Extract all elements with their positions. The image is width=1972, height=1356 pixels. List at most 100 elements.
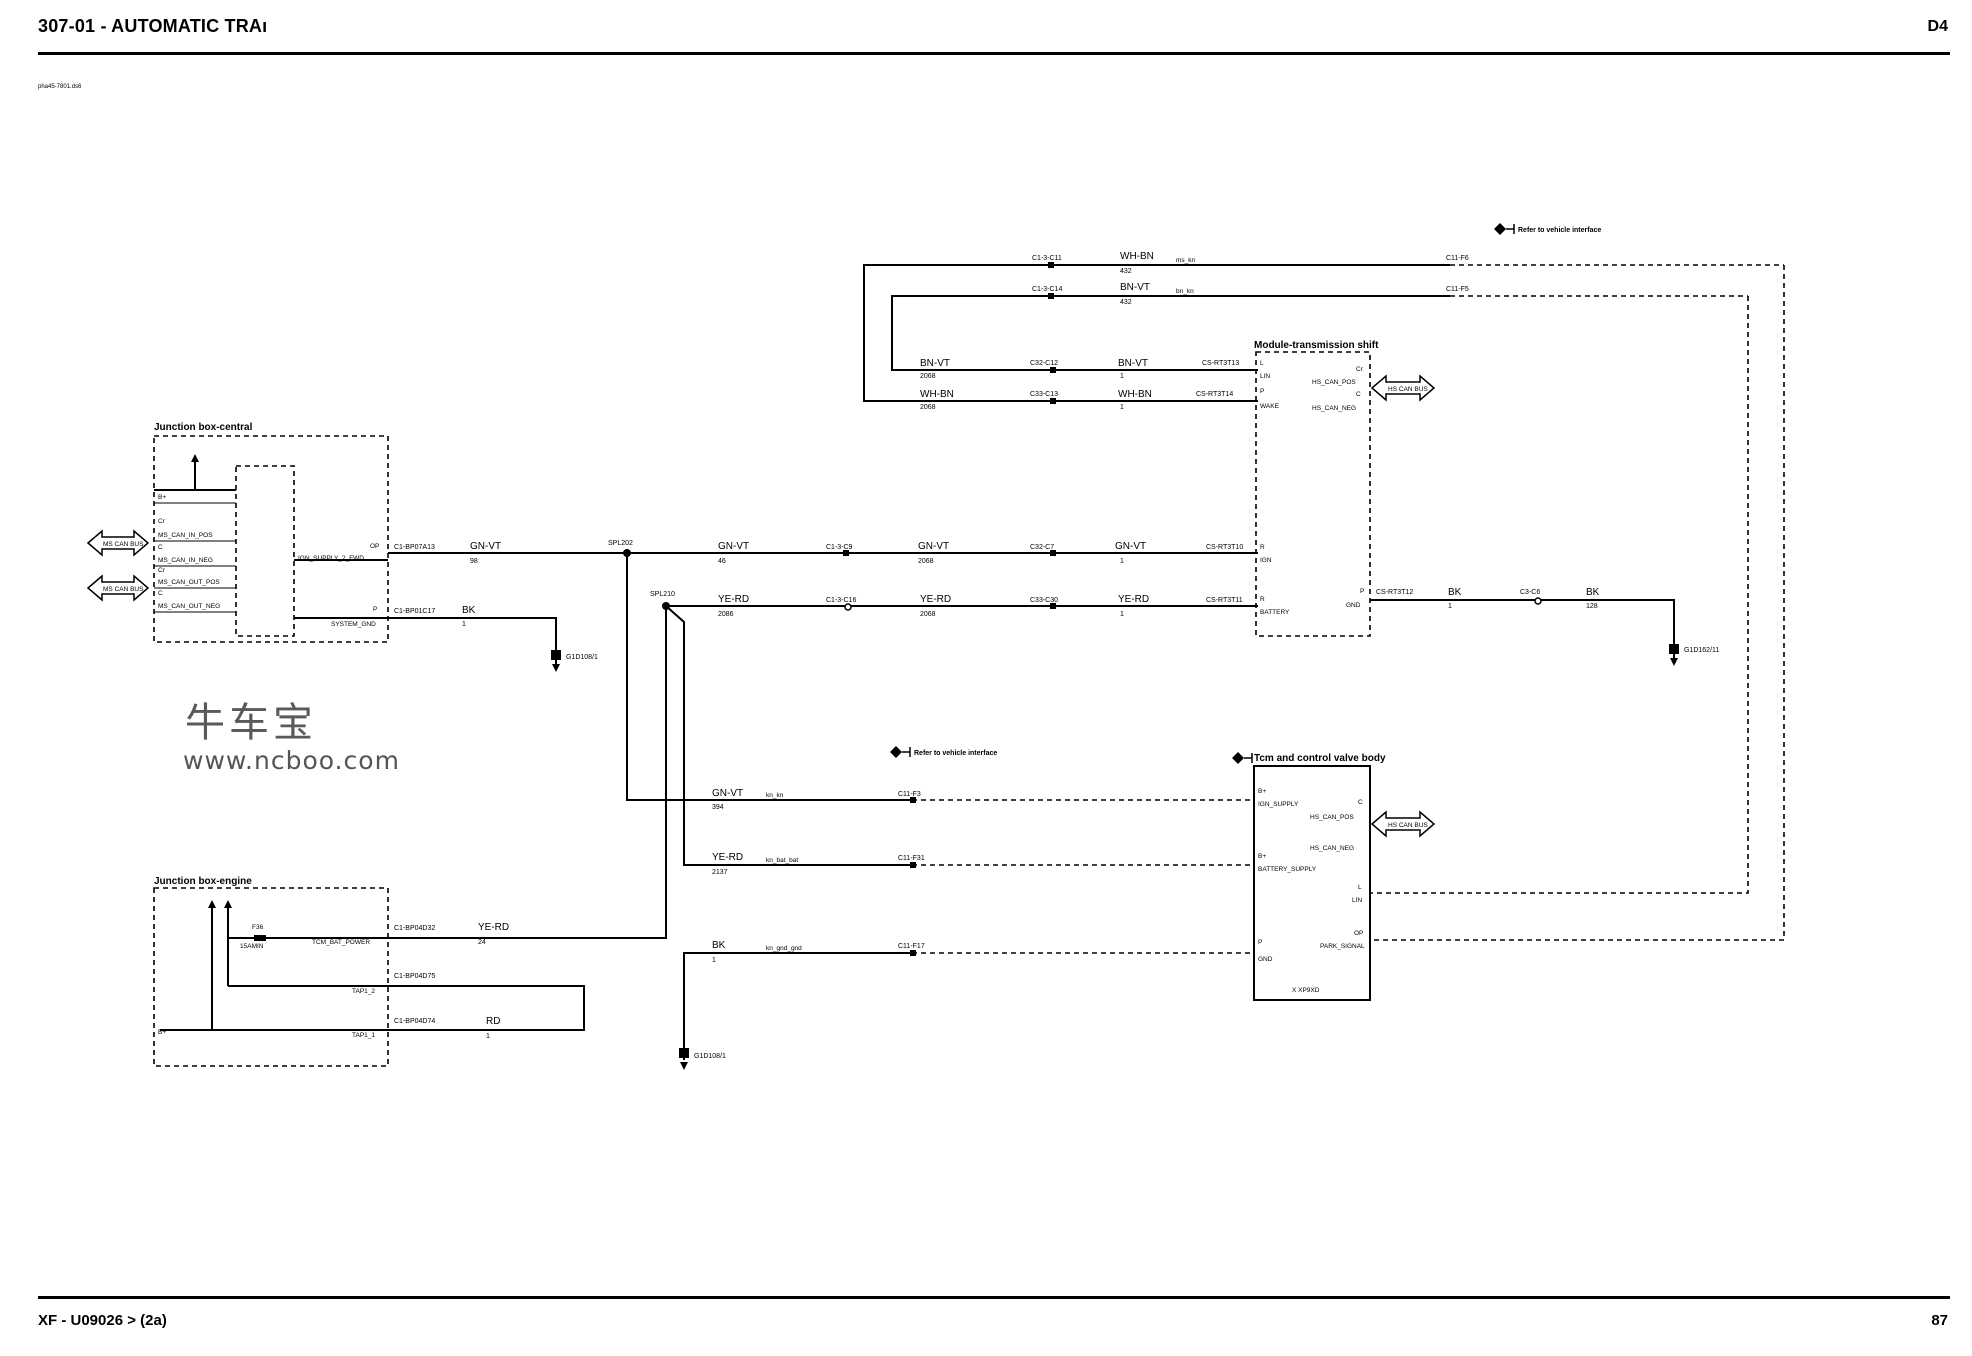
svg-text:C1-3-C9: C1-3-C9 [826,544,853,551]
junction-box-central: Junction box-central B+ Cr MS_CAN_IN_POS… [153,422,389,643]
wire-gn-vt-ign: C1-BP07A13 GN-VT 98 SPL202 GN-VT 46 C1-3… [388,540,1258,565]
svg-text:WAKE: WAKE [1260,403,1280,410]
svg-text:L: L [1358,884,1362,891]
svg-text:1: 1 [1120,404,1124,411]
svg-text:BK: BK [712,940,726,951]
svg-text:C33-C13: C33-C13 [1030,391,1058,398]
svg-text:2086: 2086 [718,611,734,618]
svg-text:MS_CAN_IN_POS: MS_CAN_IN_POS [158,532,213,539]
svg-text:1: 1 [462,621,466,628]
svg-text:IGN_SUPPLY: IGN_SUPPLY [1258,801,1299,808]
svg-text:SYSTEM_GND: SYSTEM_GND [331,621,376,628]
module-transmission-shift: Module-transmission shift L LIN P WAKE C… [1254,340,1379,637]
svg-text:2068: 2068 [920,611,936,618]
junction-box-engine-label: Junction box-engine [154,876,252,887]
svg-text:OP: OP [1354,930,1363,937]
wire-ye-rd-battery: SPL210 YE-RD 2086 C1-3-C16 YE-RD 2068 C3… [650,591,1258,618]
svg-text:HS CAN BUS: HS CAN BUS [1388,822,1428,829]
svg-text:C1-BP01C17: C1-BP01C17 [394,608,435,615]
svg-text:bn_kn: bn_kn [1176,288,1194,295]
footer-model: XF - U09026 > (2a) [38,1312,167,1329]
svg-text:Refer to vehicle interface: Refer to vehicle interface [1518,227,1601,234]
svg-text:1: 1 [1448,603,1452,610]
wire-bk-shift-ground: CS-RT3T12 BK 1 C3-C6 BK 128 G1D162/11 [1370,587,1719,666]
svg-text:1: 1 [1120,373,1124,380]
svg-text:MS CAN BUS: MS CAN BUS [103,586,144,593]
svg-text:TCM_BAT_POWER: TCM_BAT_POWER [312,939,370,946]
svg-text:CS-RT3T11: CS-RT3T11 [1206,597,1243,604]
junction-box-engine-outline [153,887,389,1067]
svg-text:F36: F36 [252,924,264,931]
svg-text:MS_CAN_OUT_NEG: MS_CAN_OUT_NEG [158,603,220,610]
svg-text:1: 1 [486,1033,490,1040]
wire-bk-tcm-ground: BK 1 kn_gnd_gnd C11-F17 G1D108/1 [679,940,1254,1070]
svg-text:HS_CAN_NEG: HS_CAN_NEG [1312,405,1356,412]
svg-text:ms_kn: ms_kn [1176,257,1196,264]
svg-text:C11-F3: C11-F3 [898,791,921,798]
svg-text:P: P [373,606,377,613]
svg-text:IGN: IGN [1260,557,1272,564]
tcm-label: Tcm and control valve body [1254,753,1386,764]
svg-text:WH-BN: WH-BN [920,389,954,400]
page-number: 87 [1931,1312,1948,1329]
svg-text:SPL210: SPL210 [650,591,675,598]
svg-text:HS_CAN_POS: HS_CAN_POS [1310,814,1354,821]
page-code: D4 [1927,18,1948,35]
svg-text:SPL202: SPL202 [608,540,633,547]
wire-bn-vt-lin-loop: C1-3-C14 BN-VT 432 bn_kn C11-F5 BN-VT 20… [891,282,1749,894]
wire-wh-bn-lin-loop: C1-3-C11 WH-BN 432 ms_kn C11-F6 WH-BN 20… [863,251,1785,941]
watermark-text: 牛车宝 [185,700,317,746]
svg-text:BATTERY: BATTERY [1260,609,1290,616]
svg-text:kn_gnd_gnd: kn_gnd_gnd [766,945,802,952]
svg-text:BN-VT: BN-VT [920,358,950,369]
svg-text:C11-F5: C11-F5 [1446,286,1469,293]
svg-text:B+: B+ [158,494,166,501]
svg-text:98: 98 [470,558,478,565]
svg-text:OP: OP [370,543,379,550]
svg-text:BK: BK [1448,587,1462,598]
svg-text:MS CAN BUS: MS CAN BUS [103,541,144,548]
svg-text:L: L [1260,360,1264,367]
svg-text:YE-RD: YE-RD [920,594,951,605]
diagram-id: pha45-7801.ds6 [38,84,82,90]
footer-rule [38,1296,1950,1299]
tcm-control-valve-body: Tcm and control valve body B+ IGN_SUPPLY… [1232,752,1386,1001]
svg-text:15AMIN: 15AMIN [240,943,264,950]
svg-text:IGN_SUPPLY_2_FWD: IGN_SUPPLY_2_FWD [298,555,364,562]
ms-can-arrow-1: MS CAN BUS [86,529,150,557]
svg-text:C: C [158,590,163,597]
svg-text:1: 1 [1120,611,1124,618]
svg-text:C1-3-C14: C1-3-C14 [1032,286,1062,293]
svg-text:CS-RT3T14: CS-RT3T14 [1196,391,1233,398]
wire-bk-jbc-ground: C1-BP01C17 BK 1 G1D108/1 [388,605,598,672]
svg-text:C1-BP04D32: C1-BP04D32 [394,925,435,932]
module-transmission-shift-label: Module-transmission shift [1254,340,1379,351]
svg-text:128: 128 [1586,603,1598,610]
svg-text:C1-BP04D75: C1-BP04D75 [394,973,435,980]
header-rule [38,52,1950,55]
svg-text:1: 1 [712,957,716,964]
svg-text:C: C [158,544,163,551]
svg-text:CS-RT3T10: CS-RT3T10 [1206,544,1243,551]
svg-text:Cr: Cr [1356,366,1364,373]
svg-text:2068: 2068 [920,404,936,411]
ref-vehicle-interface-top: Refer to vehicle interface [1494,223,1601,235]
svg-text:R: R [1260,544,1265,551]
svg-text:C11-F17: C11-F17 [898,943,925,950]
svg-text:LIN: LIN [1260,373,1270,380]
svg-text:GN-VT: GN-VT [918,541,949,552]
svg-text:WH-BN: WH-BN [1118,389,1152,400]
svg-text:WH-BN: WH-BN [1120,251,1154,262]
svg-text:C: C [1356,391,1361,398]
svg-text:BN-VT: BN-VT [1118,358,1148,369]
watermark-url: www.ncboo.com [183,746,400,775]
junction-box-central-label: Junction box-central [154,422,253,433]
svg-text:BATTERY_SUPPLY: BATTERY_SUPPLY [1258,866,1317,873]
svg-text:BK: BK [1586,587,1600,598]
svg-text:G1D162/11: G1D162/11 [1684,647,1719,654]
page-header-title: 307-01 - AUTOMATIC TRAı [38,16,268,36]
svg-text:RD: RD [486,1016,500,1027]
svg-text:P: P [1258,939,1262,946]
svg-text:P: P [1360,588,1364,595]
ms-can-arrow-2: MS CAN BUS [86,574,150,602]
